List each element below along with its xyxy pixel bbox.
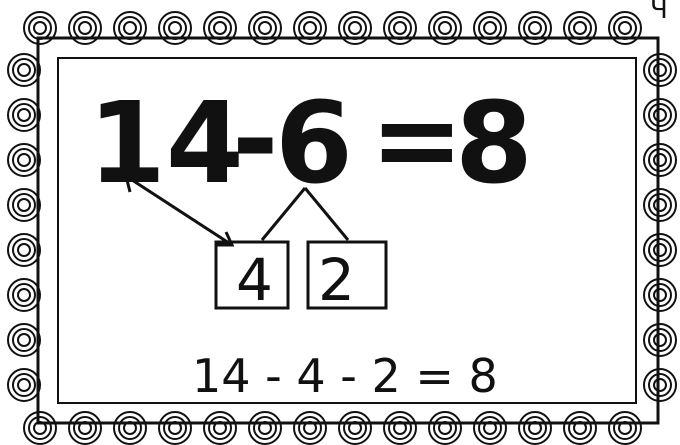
minus-sign: - — [232, 75, 278, 205]
border-scallop — [209, 417, 231, 439]
border-scallop — [164, 17, 186, 39]
border-scallop — [29, 17, 51, 39]
border-scallop — [654, 379, 666, 391]
border-scallop — [13, 374, 35, 396]
border-scallop — [439, 22, 451, 34]
border-scallop — [654, 244, 666, 256]
corner-mark: Ч — [650, 0, 668, 25]
border-scallop — [344, 17, 366, 39]
border-scallop — [299, 417, 321, 439]
border-scallop — [649, 239, 671, 261]
border-scallop — [654, 154, 666, 166]
border-scallop — [649, 149, 671, 171]
border-scallop — [649, 104, 671, 126]
equals-sign: = — [370, 75, 464, 205]
border-scallop — [259, 22, 271, 34]
border-scallop — [349, 22, 361, 34]
border-scallop — [214, 22, 226, 34]
border-scallop — [13, 239, 35, 261]
border-scallop — [569, 17, 591, 39]
subtrahend: 6 — [275, 79, 353, 209]
border-scallop — [479, 417, 501, 439]
minuend: 14 — [88, 79, 244, 209]
border-scallop — [18, 64, 30, 76]
border-scallop — [18, 379, 30, 391]
border-scallop — [18, 154, 30, 166]
border-scallop — [614, 417, 636, 439]
border-scallop — [74, 417, 96, 439]
split-value-left: 4 — [236, 246, 273, 314]
worked-equation: 14 - 4 - 2 = 8 — [192, 349, 498, 403]
border-scallop — [209, 17, 231, 39]
border-scallop — [344, 417, 366, 439]
border-scallop — [34, 22, 46, 34]
border-scallop — [654, 334, 666, 346]
border-scallop — [119, 417, 141, 439]
border-scallop — [569, 417, 591, 439]
border-scallop — [389, 17, 411, 39]
border-scallop — [13, 149, 35, 171]
border-scallop — [654, 199, 666, 211]
border-scallop — [254, 417, 276, 439]
border-scallop — [119, 17, 141, 39]
border-scallop — [654, 109, 666, 121]
border-scallop — [389, 417, 411, 439]
border-scallop — [649, 329, 671, 351]
border-scallop — [74, 17, 96, 39]
border-scallop — [654, 289, 666, 301]
border-scallop — [169, 22, 181, 34]
border-scallop — [13, 284, 35, 306]
border-scallop — [299, 17, 321, 39]
border-scallop — [304, 22, 316, 34]
border-scallop — [614, 17, 636, 39]
border-scallop — [13, 329, 35, 351]
border-scallop — [29, 417, 51, 439]
result: 8 — [455, 79, 533, 209]
border-scallop — [654, 64, 666, 76]
border-scallop — [18, 244, 30, 256]
border-scallop — [574, 22, 586, 34]
border-scallop — [649, 284, 671, 306]
main-equation: 14 - 6 = 8 — [88, 75, 533, 209]
border-scallop — [13, 194, 35, 216]
border-scallop — [619, 22, 631, 34]
border-scallop — [649, 59, 671, 81]
border-scallop — [479, 17, 501, 39]
split-value-right: 2 — [318, 246, 355, 314]
border-scallop — [13, 59, 35, 81]
border-scallop — [649, 194, 671, 216]
border-scallop — [434, 417, 456, 439]
border-scallop — [484, 22, 496, 34]
border-scallop — [254, 17, 276, 39]
border-scallop — [124, 22, 136, 34]
border-scallop — [524, 417, 546, 439]
border-scallop — [18, 199, 30, 211]
border-scallop — [524, 17, 546, 39]
border-scallop — [434, 17, 456, 39]
border-scallop — [13, 104, 35, 126]
border-scallop — [79, 22, 91, 34]
border-scallop — [394, 22, 406, 34]
border-scallop — [649, 374, 671, 396]
border-scallop — [18, 289, 30, 301]
border-scallop — [164, 417, 186, 439]
border-scallop — [18, 334, 30, 346]
border-scallop — [18, 109, 30, 121]
border-scallop — [529, 22, 541, 34]
